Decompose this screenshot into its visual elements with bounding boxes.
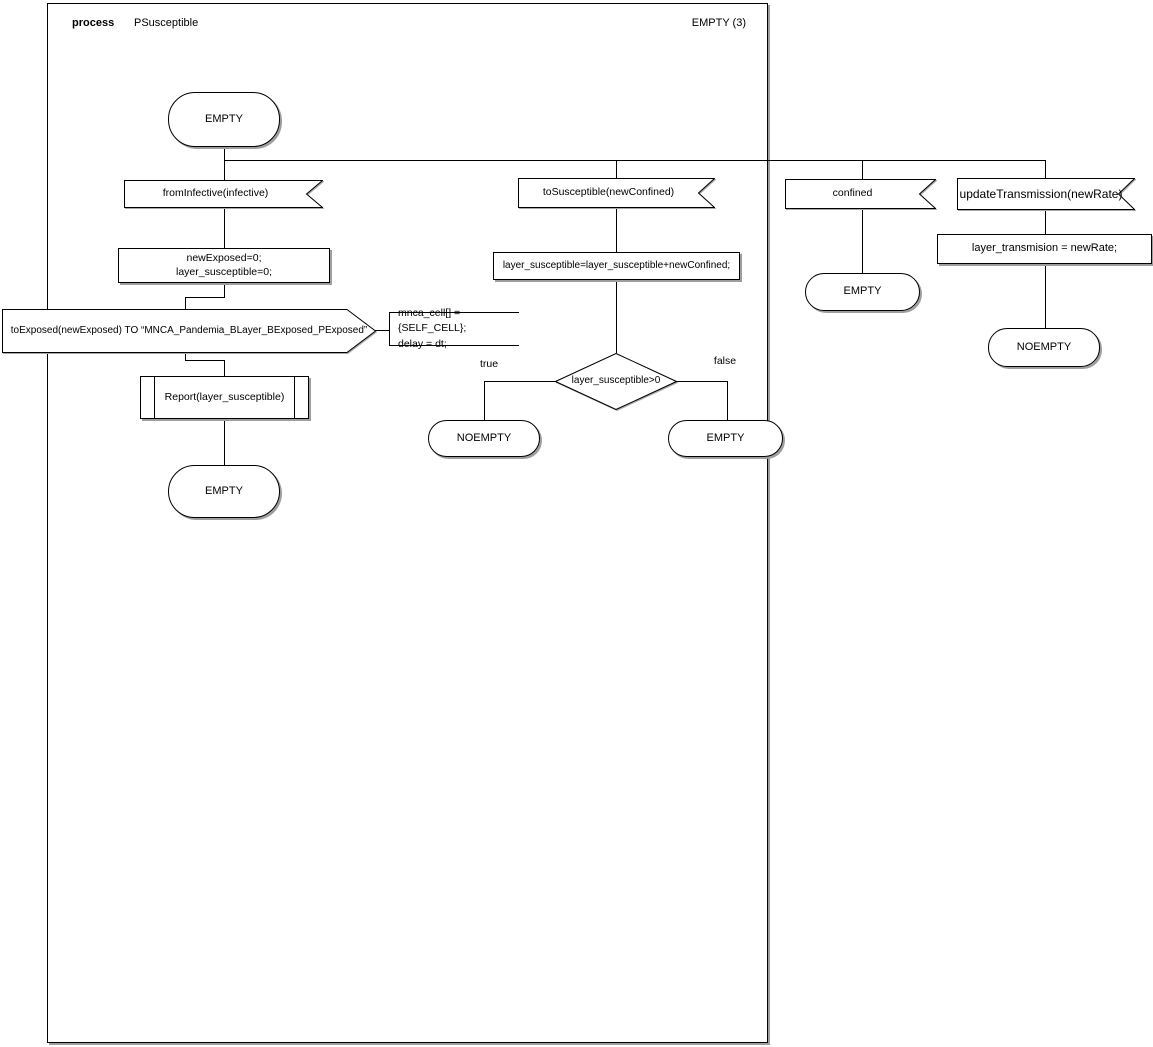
connector-true-branch [484, 381, 555, 382]
connector [224, 360, 225, 376]
input-flag-shape [124, 180, 323, 208]
connector-false-branch [727, 381, 728, 420]
decision-diamond-shape [555, 353, 677, 410]
connector [185, 297, 186, 310]
connector [862, 160, 863, 179]
state-label: NOEMPTY [456, 431, 512, 444]
input-flag-shape [957, 178, 1135, 210]
true-state-noempty[interactable]: NOEMPTY [428, 420, 540, 457]
comment-box[interactable]: mnca_cell[] = {SELF_CELL}; delay = dt; [389, 307, 519, 350]
connector [185, 352, 186, 361]
procedure-call-report[interactable]: Report(layer_susceptible) [140, 376, 309, 419]
connector [224, 419, 225, 465]
task-add-confined[interactable]: layer_susceptible=layer_susceptible+newC… [493, 252, 740, 280]
decision-false-label: false [713, 355, 737, 367]
input-label: fromInfective(infective) [162, 187, 269, 200]
state-label: EMPTY [843, 285, 882, 298]
connector [616, 208, 617, 252]
task-line: layer_transmision = newRate; [971, 242, 1118, 255]
process-frame [47, 3, 768, 1043]
output-label: toExposed(newExposed) TO “MNCA_Pandemia_… [10, 324, 368, 336]
state-label: EMPTY [205, 484, 243, 497]
start-state[interactable]: EMPTY [168, 92, 280, 147]
start-state-label: EMPTY [205, 112, 243, 125]
output-arrow-shape [2, 309, 376, 353]
decision-true-label: true [479, 358, 499, 370]
connector [616, 160, 617, 178]
input-flag-shape [785, 179, 936, 209]
connector [185, 360, 225, 361]
input-to-susceptible[interactable]: toSusceptible(newConfined) [518, 178, 715, 208]
input-from-infective[interactable]: fromInfective(infective) [124, 180, 323, 208]
update-next-state[interactable]: NOEMPTY [988, 328, 1100, 367]
connector-true-branch [484, 381, 485, 420]
connector [862, 208, 863, 273]
input-confined[interactable]: confined [785, 179, 936, 209]
task-init-variables[interactable]: newExposed=0; layer_susceptible=0; [118, 248, 330, 283]
task-line: layer_susceptible=layer_susceptible+newC… [502, 259, 731, 271]
input-label: updateTransmission(newRate) [959, 186, 1123, 201]
connector [224, 283, 225, 297]
connector [224, 208, 225, 248]
process-kind-label: process [72, 17, 115, 29]
task-line: layer_susceptible=0; [175, 265, 273, 278]
task-update-transmission[interactable]: layer_transmision = newRate; [937, 234, 1152, 264]
false-state-empty[interactable]: EMPTY [668, 420, 783, 457]
connector [1045, 264, 1046, 328]
connector-rail [224, 160, 1046, 161]
output-to-exposed[interactable]: toExposed(newExposed) TO “MNCA_Pandemia_… [2, 309, 376, 353]
procedure-label: Report(layer_susceptible) [164, 390, 285, 403]
next-state-empty[interactable]: EMPTY [168, 465, 280, 518]
connector [616, 280, 617, 353]
state-counter: EMPTY (3) [691, 17, 746, 29]
confined-next-state[interactable]: EMPTY [805, 273, 920, 311]
connector [224, 147, 225, 180]
connector [1045, 160, 1046, 178]
comment-link [375, 330, 390, 331]
comment-line: delay = dt; [398, 337, 447, 350]
decision-label: layer_susceptible>0 [571, 375, 661, 387]
process-name: PSusceptible [134, 17, 199, 29]
input-label: toSusceptible(newConfined) [542, 186, 675, 199]
task-line: newExposed=0; [186, 252, 262, 265]
decision-layer-susceptible[interactable]: layer_susceptible>0 [555, 353, 677, 410]
connector [1045, 208, 1046, 234]
state-label: NOEMPTY [1016, 340, 1072, 353]
input-update-transmission[interactable]: updateTransmission(newRate) [957, 178, 1135, 210]
input-flag-shape [518, 178, 715, 208]
connector [185, 297, 225, 298]
state-label: EMPTY [706, 431, 745, 444]
input-label: confined [832, 187, 873, 200]
connector-false-branch [677, 381, 727, 382]
comment-line: mnca_cell[] = {SELF_CELL}; [398, 307, 467, 335]
